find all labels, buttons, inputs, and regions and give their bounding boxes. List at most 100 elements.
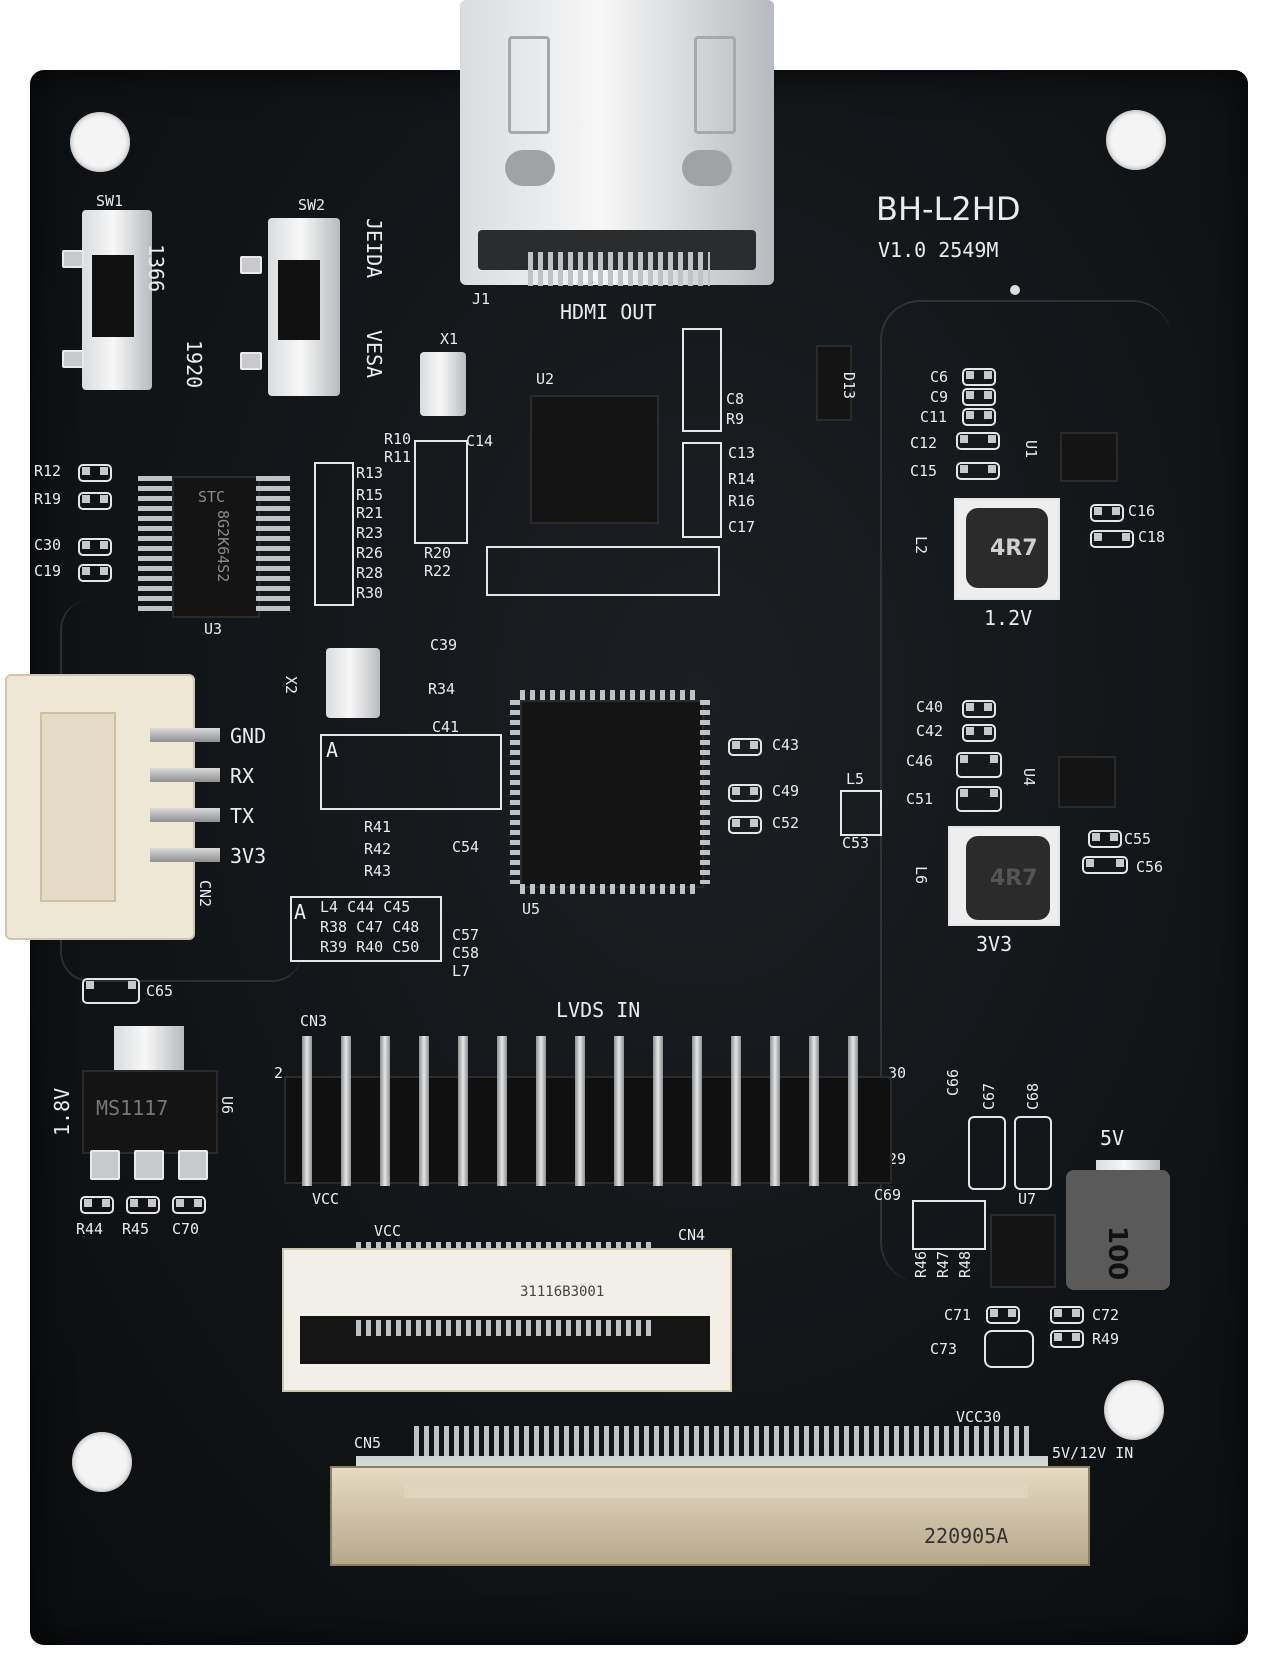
lvds-in-label: LVDS IN xyxy=(556,998,641,1022)
inductor-l8-marking: 100 xyxy=(1102,1226,1132,1281)
mounting-hole-top-left xyxy=(70,112,130,172)
vcc-label: VCC xyxy=(312,1190,340,1208)
r16-label: R16 xyxy=(728,492,756,510)
c9-label: C9 xyxy=(930,388,949,406)
regulator-u6-tab xyxy=(114,1026,184,1072)
r46-r48-box xyxy=(912,1200,986,1250)
u3-pins-right xyxy=(256,476,290,614)
u1-label: U1 xyxy=(1022,440,1040,459)
r49-label: R49 xyxy=(1092,1330,1120,1348)
u5-pins-top xyxy=(520,690,700,700)
grid-a-row1: L4 C44 C45 xyxy=(320,898,411,916)
x1-label: X1 xyxy=(440,330,459,348)
header-pin xyxy=(731,1036,741,1186)
cn5-slot xyxy=(404,1482,1028,1498)
fpc-connector-cn5[interactable] xyxy=(330,1466,1090,1566)
u3-pins-left xyxy=(138,476,172,614)
hdmi-pins xyxy=(528,252,710,286)
diode-d13 xyxy=(816,345,852,421)
u5-pins-left xyxy=(510,700,520,884)
c42-label: C42 xyxy=(916,722,944,740)
pin-tx-label: TX xyxy=(230,804,255,828)
u3-brand: STC xyxy=(198,488,226,506)
chip-u7 xyxy=(990,1214,1056,1288)
u3-part: 8G2K64S2 xyxy=(214,510,232,583)
r42-label: R42 xyxy=(364,840,392,858)
hdmi-tab-right xyxy=(682,150,732,186)
uart-pin-3 xyxy=(150,808,220,822)
c43-label: C43 xyxy=(772,736,800,754)
resistor-array-box xyxy=(314,462,354,606)
c39-label: C39 xyxy=(430,636,458,654)
r48-label: R48 xyxy=(956,1250,974,1278)
cap-c43 xyxy=(728,738,762,756)
cap-c70 xyxy=(172,1196,206,1214)
chip-u5 xyxy=(520,700,704,888)
grid-a-upper-mark: A xyxy=(326,738,339,762)
pin-29-label: 29 xyxy=(888,1150,907,1168)
cn4-label: CN4 xyxy=(678,1226,706,1244)
c66-label: C66 xyxy=(944,1068,962,1096)
uart-connector-cavity xyxy=(40,712,116,902)
r14-label: R14 xyxy=(728,470,756,488)
c6-label: C6 xyxy=(930,368,949,386)
c40-label: C40 xyxy=(916,698,944,716)
cn4-code: 31116B3001 xyxy=(520,1284,605,1300)
uart-pin-2 xyxy=(150,768,220,782)
cap-c46 xyxy=(956,752,1002,778)
r28-label: R28 xyxy=(356,564,384,582)
cap-c12 xyxy=(956,432,1000,450)
c49-label: C49 xyxy=(772,782,800,800)
sw1-label: SW1 xyxy=(96,192,124,210)
inductor-l6-marking: 4R7 xyxy=(990,866,1038,891)
lvds-header-cn3[interactable] xyxy=(284,1076,892,1184)
mounting-hole-bottom-left xyxy=(72,1432,132,1492)
hdmi-latch-right xyxy=(694,36,736,134)
passive-box-right-u2 xyxy=(682,328,722,432)
uart-pin-1 xyxy=(150,728,220,742)
c56-label: C56 xyxy=(1136,858,1164,876)
sw2-jeida-label: JEIDA xyxy=(362,218,386,279)
u6-pad-1 xyxy=(90,1150,120,1180)
pin-rx-label: RX xyxy=(230,764,255,788)
c30-label: C30 xyxy=(34,536,62,554)
sw1-pad-bottom xyxy=(62,350,84,368)
r19-label: R19 xyxy=(34,490,62,508)
cap-c49 xyxy=(728,784,762,802)
r21-label: R21 xyxy=(356,504,384,522)
mounting-hole-top-right xyxy=(1106,110,1166,170)
chip-u3 xyxy=(172,476,260,618)
vcc-cn4-label: VCC xyxy=(374,1222,402,1240)
passive-box-right-u2-2 xyxy=(682,442,722,538)
cap-c18 xyxy=(1090,530,1134,548)
hdmi-tab-left xyxy=(505,150,555,186)
l7-label: L7 xyxy=(452,962,471,980)
r45-label: R45 xyxy=(122,1220,150,1238)
r26-label: R26 xyxy=(356,544,384,562)
l6-label: L6 xyxy=(912,866,930,885)
header-pin xyxy=(575,1036,585,1186)
c57-label: C57 xyxy=(452,926,480,944)
c52-label: C52 xyxy=(772,814,800,832)
sw2-label: SW2 xyxy=(298,196,326,214)
cn5-pins-top xyxy=(414,1426,1034,1460)
c13-label: C13 xyxy=(728,444,756,462)
switch-sw2-knob[interactable] xyxy=(278,260,320,340)
cap-c11 xyxy=(962,408,996,426)
header-pin xyxy=(770,1036,780,1186)
v33-label: 3V3 xyxy=(976,932,1013,956)
switch-sw1-knob[interactable] xyxy=(92,255,134,337)
r10-label: R10 xyxy=(384,430,412,448)
c15-label: C15 xyxy=(910,462,938,480)
inductor-l2-marking: 4R7 xyxy=(990,536,1038,561)
chip-u2 xyxy=(530,395,659,524)
d13-label: D13 xyxy=(840,372,858,400)
header-pin xyxy=(341,1036,351,1186)
chip-u1 xyxy=(1060,432,1118,482)
header-pin xyxy=(302,1036,312,1186)
r47-label: R47 xyxy=(934,1250,952,1278)
vcc30-label: VCC30 xyxy=(956,1408,1002,1426)
r12-label: R12 xyxy=(34,462,62,480)
cap-c30 xyxy=(78,538,112,556)
chip-u4 xyxy=(1058,756,1116,808)
